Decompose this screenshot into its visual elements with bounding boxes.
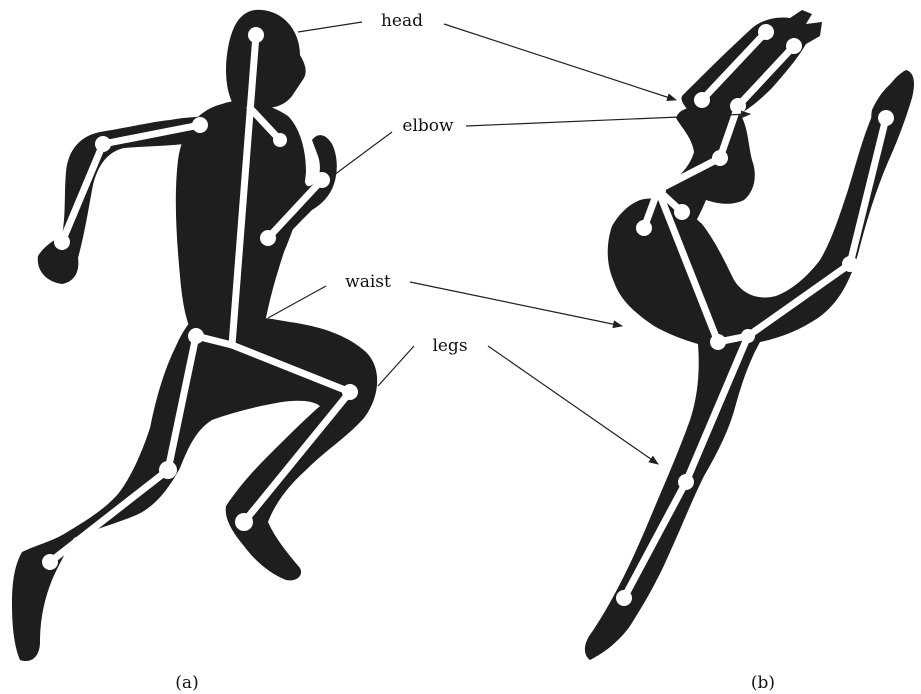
bone-shin-front [244,392,350,522]
leader-legs-a [378,346,414,386]
dancer-figure [585,10,914,660]
joint-hand-2 [786,38,802,54]
leader-legs-b [488,346,658,464]
leader-elbow-a [330,132,392,178]
joint-ankle-back [42,554,58,570]
joint-elbow-1 [694,92,710,108]
joint-knee-back [159,461,177,479]
joint-shoulder-front [273,133,287,147]
runner-figure [12,10,377,661]
joint-hand-back [54,234,70,250]
joint-hand-1 [758,24,774,40]
label-waist: waist [345,272,391,292]
leader-head-b [444,24,676,100]
caption-b: (b) [751,673,775,693]
joint-elbow-2 [730,98,746,114]
label-elbow: elbow [402,116,454,136]
label-legs: legs [432,336,467,356]
joint-shoulder [650,182,666,198]
joint-hand-front [260,230,276,246]
leader-waist-a [268,286,326,318]
caption-a: (a) [175,673,198,693]
joint-knee-front [342,384,358,400]
joint-shoulder-back [192,117,208,133]
joint-hip [188,328,204,344]
joint-arm [636,220,652,236]
joint-knee-lower [678,474,694,490]
joint-foot-raised [878,110,894,126]
joint-head [248,27,264,43]
joint-ankle-lower [616,590,632,606]
joint-elbow-front [314,172,330,188]
joint-elbow-back [95,136,111,152]
joint-ankle-front [235,513,253,531]
joint-knee-raised [842,256,858,272]
leader-head-a [298,22,362,32]
joint-chest [674,204,690,220]
joint-hip [741,329,755,343]
joint-waist [710,334,726,350]
label-head: head [381,11,423,31]
bone-shin-back [50,470,168,562]
joint-head [712,150,728,166]
leader-waist-b [410,282,622,326]
